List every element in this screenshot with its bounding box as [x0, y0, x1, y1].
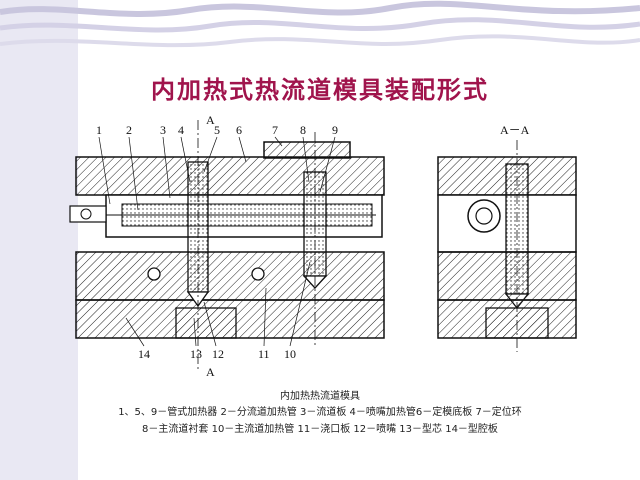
left-decor-strip: [0, 0, 78, 480]
callout-4: 4: [178, 123, 184, 137]
callout-8: 8: [300, 123, 306, 137]
callout-12: 12: [212, 347, 224, 361]
callouts-top: 1 2 3 4 5 6 7 8 9: [96, 123, 338, 211]
callout-11: 11: [258, 347, 270, 361]
caption-title: 内加热热流道模具: [280, 391, 360, 402]
slide-title: 内加热式热流道模具装配形式: [151, 75, 489, 104]
main-section-view: [69, 120, 385, 372]
callout-5: 5: [214, 123, 220, 137]
callout-13: 13: [190, 347, 202, 361]
caption-legend-line-1: 1、5、9－管式加热器 2－分流道加热管 3－流道板 4－喷嘴加热管6－定模底板…: [118, 407, 522, 418]
section-view-a-a: A－A: [437, 123, 577, 352]
section-mark-top: A: [206, 113, 215, 127]
caption-legend-line-2: 8－主流道衬套 10－主流道加热管 11－浇口板 12－喷嘴 13－型芯 14－…: [142, 424, 498, 435]
wave-decoration: [0, 0, 640, 48]
callout-10: 10: [284, 347, 296, 361]
section-view-label: A－A: [500, 123, 530, 137]
callouts-bottom: 14 13 12 11 10: [125, 261, 311, 361]
callout-1: 1: [96, 123, 102, 137]
callout-2: 2: [126, 123, 132, 137]
callout-9: 9: [332, 123, 338, 137]
section-mark-bottom: A: [206, 365, 215, 379]
callout-14: 14: [138, 347, 150, 361]
callout-6: 6: [236, 123, 242, 137]
callout-7: 7: [272, 123, 278, 137]
callout-3: 3: [160, 123, 166, 137]
mold-assembly-drawing: A A 1 2 3 4 5 6 7 8 9 14 13 12 11 10 A－A: [69, 113, 577, 379]
